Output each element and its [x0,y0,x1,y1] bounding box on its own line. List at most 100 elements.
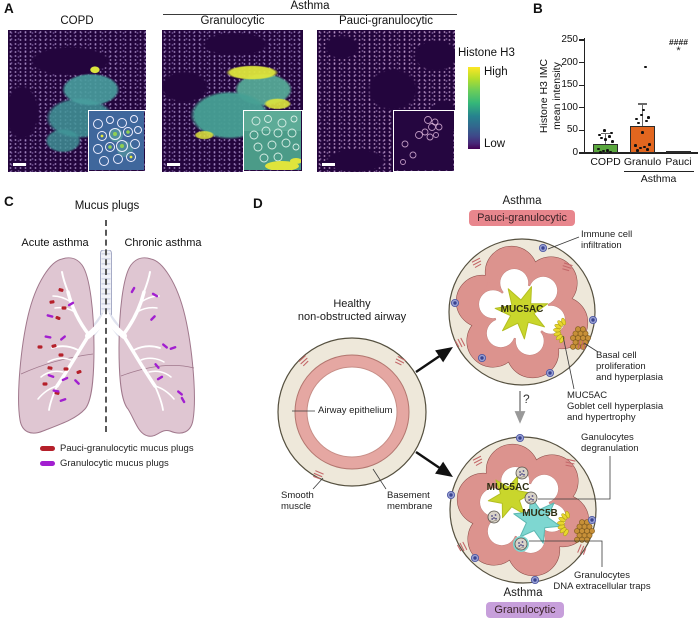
bar-pauci [666,151,691,153]
legend-swatch-granulo-plug [40,461,55,466]
asthma-heading-top: Asthma [502,195,542,207]
pauci-inset-cells [394,111,453,170]
y-axis [584,38,586,154]
transition-arrows [415,346,526,478]
data-point [611,139,614,143]
x-axis [584,152,698,154]
lung-divider-dashed-line [105,220,107,432]
data-point [642,108,645,112]
pauci-airway-details [450,243,598,378]
healthy-airway-title: Healthy non-obstructed airway [297,298,407,323]
asthma-header-rule [163,14,457,15]
asthma-heading-bottom: Asthma [503,587,543,599]
copd-title: COPD [60,15,94,27]
x-tick-label: Granulo [623,155,662,168]
y-tick [579,152,584,154]
arrow-healthy-to-pauci [415,346,453,373]
panel-c-label: C [4,194,14,209]
data-point [643,145,646,149]
y-tick [579,62,584,64]
goblet-cell-label: MUC5AC Goblet cell hyperplasia and hyper… [567,390,664,423]
x-tick-label: COPD [590,155,621,168]
asthma-group-rule [623,170,694,172]
data-point [639,146,642,150]
question-mark: ? [523,392,530,406]
panel-d-label: D [253,196,263,211]
data-point [646,148,649,151]
error-cap-bottom [638,146,647,149]
panel-a-label: A [4,1,14,16]
error-bar [677,151,680,153]
y-axis-label-line1: Histone H3 IMC [538,58,550,134]
copd-inset-cells [89,111,144,170]
legend-swatch-pauci-plug [40,446,55,451]
basement-membrane-label: Basement membrane [387,490,433,512]
bar-copd [593,143,618,153]
data-point [647,115,650,119]
airway-epithelium-label: Airway epithelium [318,405,393,416]
pauci-mucus-plugs [37,288,82,395]
scale-bar [13,163,26,166]
data-point [604,138,607,141]
data-point [640,113,643,117]
arrow-healthy-to-granulocytic [415,451,453,478]
data-point [634,144,637,148]
mucus-plugs-title: Mucus plugs [74,200,140,212]
y-tick [579,84,584,86]
granulocytic-badge: Granulocytic [486,602,564,618]
error-cap-top [638,103,647,105]
chronic-asthma-label: Chronic asthma [124,237,202,249]
copd-micrograph [8,30,146,172]
data-point [637,121,640,125]
colorbar-high-label: High [484,66,508,78]
data-point [636,149,639,153]
y-tick [579,129,584,131]
legend-label-pauci-plug: Pauci-granulocytic mucus plugs [60,443,194,454]
muc5ac-label-pauci: MUC5AC [500,304,544,315]
airway-illustration [277,236,611,585]
data-point [600,136,603,140]
colorbar [468,67,480,149]
data-point [602,149,605,153]
y-tick [579,107,584,109]
granulocytic-title: Granulocytic [200,15,265,27]
colorbar-title: Histone H3 [458,47,515,59]
data-point [599,151,602,154]
smooth-muscle-label: Smooth muscle [281,490,314,512]
bronchial-tree [37,271,175,411]
granulocytic-inset-cells [244,111,302,171]
data-point [598,133,601,137]
significance-hash: #### [669,37,688,47]
granulocytes-degranulation-label: Ganulocytes degranulation [581,432,639,454]
data-point [603,129,606,132]
error-bar [604,133,607,153]
granulocytic-mucus-plugs [44,286,186,404]
data-point [635,117,638,121]
copd-inset [88,110,146,172]
lungs-illustration [18,250,195,437]
colorbar-low-label: Low [484,138,506,150]
healthy-airway [277,337,427,487]
scale-bar [167,163,180,166]
muc5b-label: MUC5B [522,508,558,519]
panel-b-label: B [533,1,543,16]
legend-label-granulo-plug: Granulocytic mucus plugs [60,458,169,469]
data-point [648,143,651,146]
data-point [609,150,612,154]
data-point [644,65,647,69]
y-tick [579,39,584,41]
error-cap-top [674,150,683,153]
data-point [608,135,611,139]
muc5ac-label-granulocytic: MUC5AC [486,482,530,493]
granulocytic-airway-details [446,433,597,585]
data-point [610,131,613,135]
acute-asthma-label: Acute asthma [21,237,89,249]
data-point [606,148,609,152]
bar-granulo [630,126,655,153]
significance-star: * [676,45,681,57]
dna-extracellular-traps-label: Granulocytes DNA extracellular traps [553,570,651,592]
data-point [645,119,648,123]
pauci-inset [393,110,455,172]
pauci-micrograph [317,30,455,172]
